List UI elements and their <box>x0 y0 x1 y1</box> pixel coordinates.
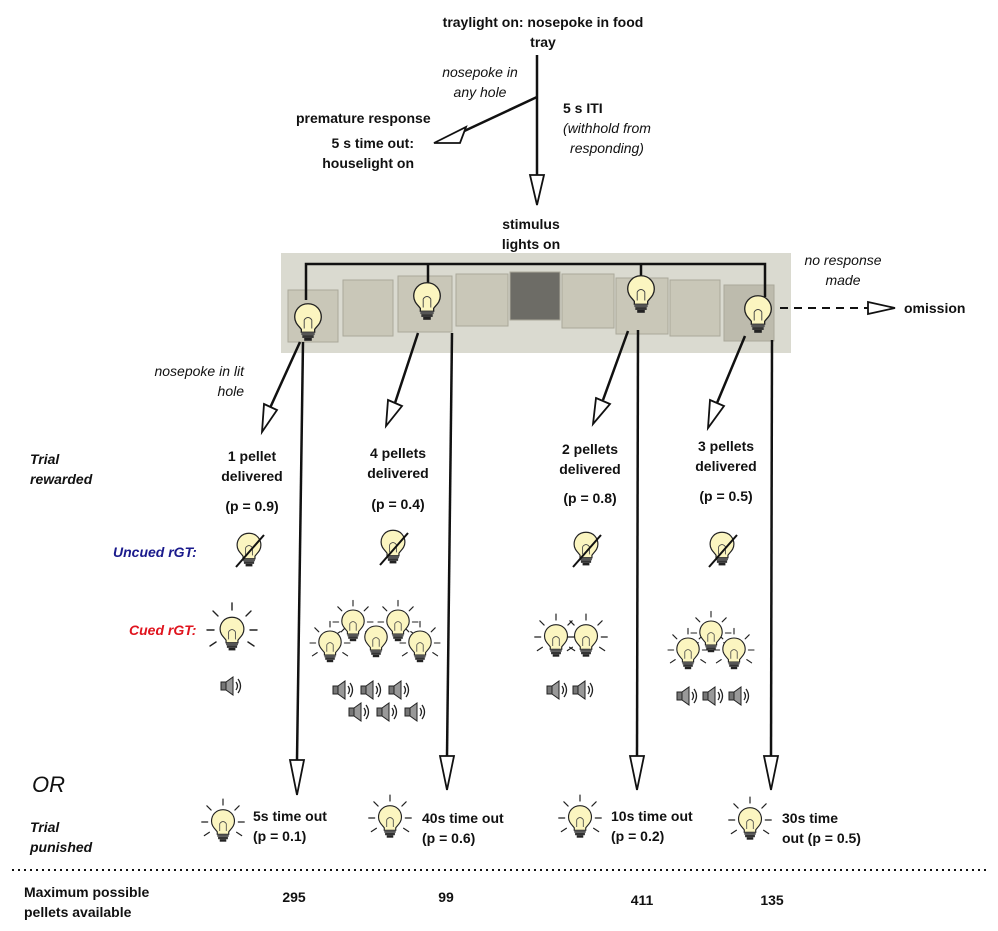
max-pellets-value: 411 <box>630 892 654 908</box>
punish-label: 40s time out(p = 0.6) <box>422 810 504 846</box>
reward-probability: (p = 0.5) <box>699 488 753 504</box>
omission-label: omission <box>904 300 966 316</box>
lightbulb-off-icon <box>235 529 738 568</box>
reward-probability: (p = 0.9) <box>225 498 279 514</box>
or-label: OR <box>32 772 65 797</box>
premature-label: premature response <box>296 110 431 126</box>
reward-probability: (p = 0.4) <box>371 496 425 512</box>
max-pellets-value: 99 <box>438 889 454 905</box>
punish-label: 5s time out(p = 0.1) <box>253 808 327 844</box>
cued-lightbulb-icon <box>206 599 755 670</box>
uncued-label: Uncued rGT: <box>113 544 197 560</box>
reward-probability: (p = 0.8) <box>563 490 617 506</box>
timeout-label: 5 s time out:houselight on <box>322 135 414 171</box>
arrowhead-icon <box>260 125 896 796</box>
speaker-icon <box>220 676 750 722</box>
cued-label: Cued rGT: <box>129 622 197 638</box>
max-pellets-value: 135 <box>760 892 784 908</box>
punish-label: 10s time out(p = 0.2) <box>611 808 693 844</box>
max-pellets-value: 295 <box>282 889 306 905</box>
iti-label: 5 s ITI <box>563 100 603 116</box>
